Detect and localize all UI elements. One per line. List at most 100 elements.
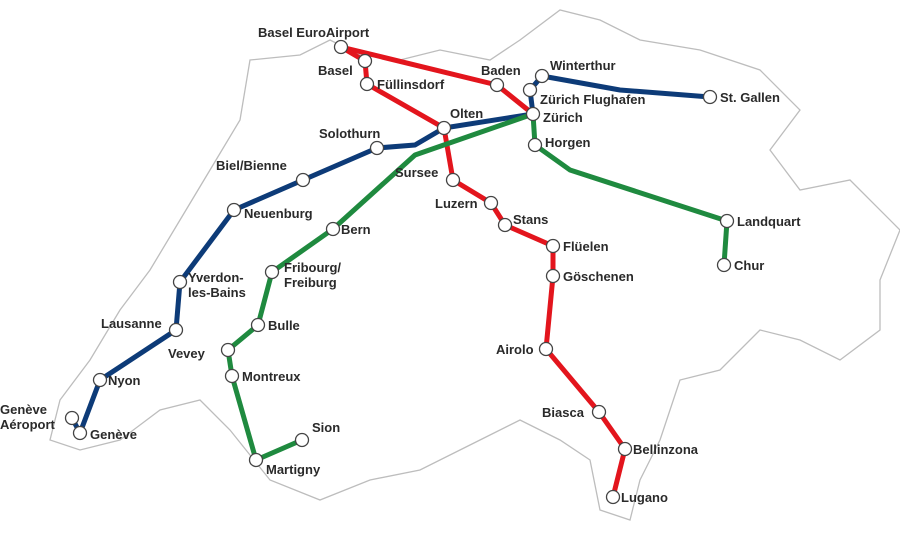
station-label: Füllinsdorf: [377, 77, 445, 92]
station-landquart[interactable]: Landquart: [719, 213, 802, 229]
station-label: Landquart: [737, 214, 801, 229]
station-marker[interactable]: [294, 432, 310, 448]
station-marker[interactable]: [605, 489, 621, 505]
station-basel[interactable]: Basel: [318, 53, 373, 79]
station-marker[interactable]: [545, 238, 561, 254]
station-marker[interactable]: [248, 452, 264, 468]
station-label: Biel/Bienne: [216, 158, 287, 173]
station-fuellinsdorf[interactable]: Füllinsdorf: [359, 76, 445, 92]
station-marker[interactable]: [325, 221, 341, 237]
station-olten[interactable]: Olten: [436, 106, 484, 136]
station-label: Stans: [513, 212, 548, 227]
station-label: Bern: [341, 222, 371, 237]
station-marker[interactable]: [220, 342, 236, 358]
station-marker[interactable]: [719, 213, 735, 229]
station-fribourg[interactable]: Fribourg/Freiburg: [264, 260, 342, 290]
station-marker[interactable]: [436, 120, 452, 136]
station-baden[interactable]: Baden: [481, 63, 521, 93]
station-marker[interactable]: [359, 76, 375, 92]
station-flueelen[interactable]: Flüelen: [545, 238, 609, 254]
station-label: Zürich: [543, 110, 583, 125]
station-label: Solothurn: [319, 126, 380, 141]
station-label: Yverdon-: [188, 270, 244, 285]
station-marker[interactable]: [226, 202, 242, 218]
station-luzern[interactable]: Luzern: [435, 195, 499, 211]
station-label: Baden: [481, 63, 521, 78]
station-marker[interactable]: [92, 372, 108, 388]
station-bulle[interactable]: Bulle: [250, 317, 300, 333]
station-sursee[interactable]: Sursee: [395, 165, 461, 188]
station-marker[interactable]: [534, 68, 550, 84]
station-martigny[interactable]: Martigny: [248, 452, 321, 478]
station-vevey[interactable]: Vevey: [168, 342, 236, 362]
station-label: Lugano: [621, 490, 668, 505]
station-label: Olten: [450, 106, 483, 121]
station-label: Freiburg: [284, 275, 337, 290]
station-marker[interactable]: [702, 89, 718, 105]
station-marker[interactable]: [527, 137, 543, 153]
station-lausanne[interactable]: Lausanne: [101, 316, 184, 338]
station-chur[interactable]: Chur: [716, 257, 765, 273]
station-marker[interactable]: [264, 264, 280, 280]
station-label: Neuenburg: [244, 206, 313, 221]
station-horgen[interactable]: Horgen: [527, 135, 591, 153]
station-marker[interactable]: [172, 274, 188, 290]
station-marker[interactable]: [545, 268, 561, 284]
station-marker[interactable]: [716, 257, 732, 273]
station-marker[interactable]: [369, 140, 385, 156]
station-label: Fribourg/: [284, 260, 341, 275]
station-marker[interactable]: [295, 172, 311, 188]
station-marker[interactable]: [591, 404, 607, 420]
station-zuerich[interactable]: Zürich: [525, 106, 583, 126]
station-marker[interactable]: [617, 441, 633, 457]
station-solothurn[interactable]: Solothurn: [319, 126, 385, 156]
station-airolo[interactable]: Airolo: [496, 341, 554, 357]
station-lugano[interactable]: Lugano: [605, 489, 668, 505]
station-marker[interactable]: [168, 322, 184, 338]
station-label: St. Gallen: [720, 90, 780, 105]
station-marker[interactable]: [250, 317, 266, 333]
station-label: Basel EuroAirport: [258, 25, 370, 40]
station-st-gallen[interactable]: St. Gallen: [702, 89, 781, 105]
station-biel[interactable]: Biel/Bienne: [216, 158, 311, 188]
station-label: Lausanne: [101, 316, 162, 331]
station-marker[interactable]: [483, 195, 499, 211]
station-basel-euroairport[interactable]: Basel EuroAirport: [258, 25, 370, 55]
station-marker[interactable]: [445, 172, 461, 188]
station-marker[interactable]: [489, 77, 505, 93]
station-label: Horgen: [545, 135, 591, 150]
station-winterthur[interactable]: Winterthur: [534, 58, 616, 84]
station-marker[interactable]: [497, 217, 513, 233]
station-marker[interactable]: [357, 53, 373, 69]
station-label: Bellinzona: [633, 442, 699, 457]
station-marker[interactable]: [64, 410, 80, 426]
station-marker[interactable]: [224, 368, 240, 384]
station-montreux[interactable]: Montreux: [224, 368, 302, 384]
station-sion[interactable]: Sion: [294, 420, 341, 448]
station-biasca[interactable]: Biasca: [542, 404, 607, 420]
station-zuerich-flughafen[interactable]: Zürich Flughafen: [522, 82, 646, 108]
station-nyon[interactable]: Nyon: [92, 372, 141, 388]
station-yverdon[interactable]: Yverdon-les-Bains: [172, 270, 246, 300]
station-label: Sion: [312, 420, 340, 435]
station-label: Göschenen: [563, 269, 634, 284]
station-marker[interactable]: [72, 425, 88, 441]
station-bern[interactable]: Bern: [325, 221, 371, 237]
station-bellinzona[interactable]: Bellinzona: [617, 441, 699, 457]
station-marker[interactable]: [525, 106, 541, 122]
station-label: Genève: [90, 427, 137, 442]
station-neuenburg[interactable]: Neuenburg: [226, 202, 313, 222]
station-marker[interactable]: [538, 341, 554, 357]
station-stans[interactable]: Stans: [497, 212, 549, 233]
station-goeschenen[interactable]: Göschenen: [545, 268, 634, 284]
station-geneve[interactable]: Genève: [72, 425, 137, 443]
station-label: Zürich Flughafen: [540, 92, 646, 107]
station-marker[interactable]: [333, 39, 349, 55]
station-label: Flüelen: [563, 239, 609, 254]
station-label: Biasca: [542, 405, 585, 420]
station-marker[interactable]: [522, 82, 538, 98]
station-label: Aéroport: [0, 417, 56, 432]
